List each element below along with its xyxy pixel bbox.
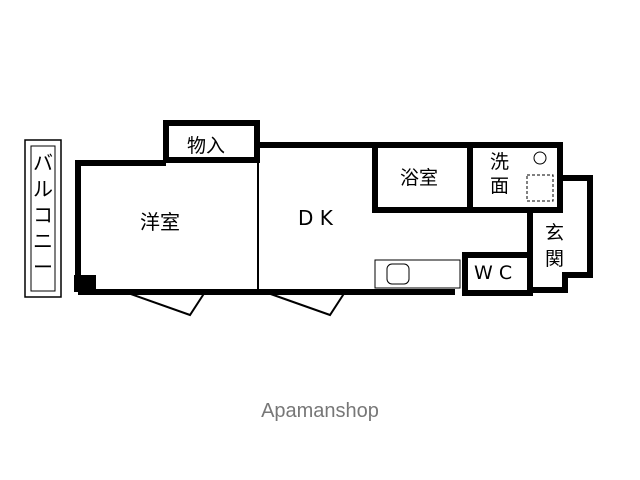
room-label-entrance: 玄関: [545, 222, 565, 270]
room-label-washroom: 洗面: [490, 151, 510, 197]
watermark: Apamanshop: [261, 400, 379, 422]
room-label-dk: D K: [298, 206, 333, 230]
room-label-balcony: バルコニー: [33, 151, 53, 279]
room-label-storage: 物入: [187, 135, 226, 157]
room-label-wc: W C: [474, 262, 513, 284]
room-label-bath: 浴室: [400, 167, 439, 189]
room-label-western-room: 洋室: [140, 210, 180, 234]
